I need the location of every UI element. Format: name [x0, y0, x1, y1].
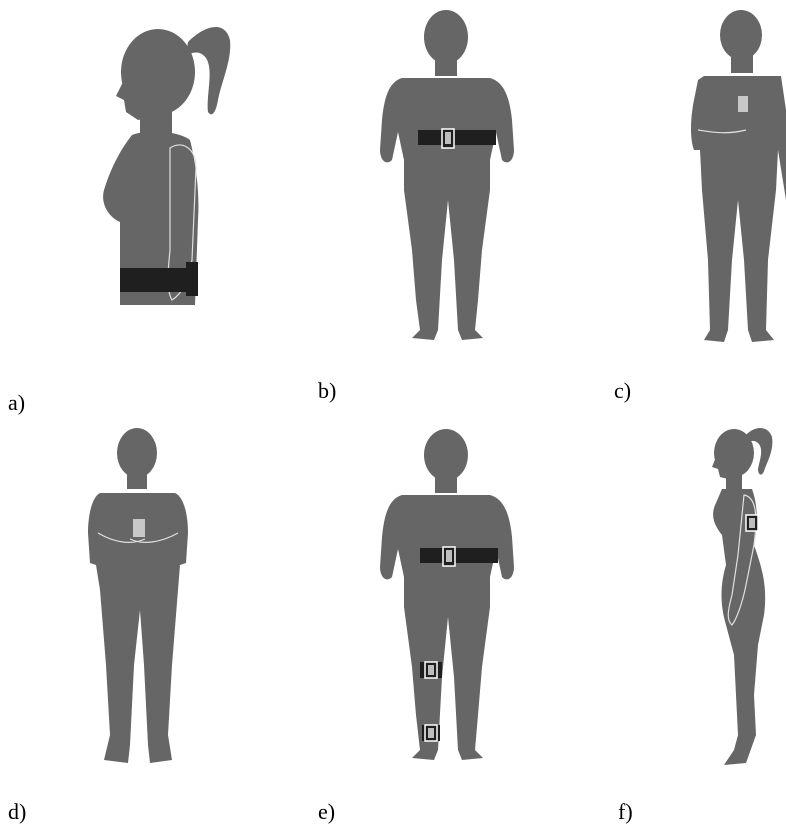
- male-front-figure-d: [0, 415, 300, 775]
- waist-belt: [418, 130, 496, 145]
- panel-d: d): [0, 415, 300, 829]
- panel-c: c): [586, 0, 786, 410]
- panel-a: a): [0, 0, 300, 400]
- panel-b: b): [300, 0, 586, 410]
- panel-label-b: b): [318, 380, 336, 402]
- panel-label-e: e): [318, 801, 335, 823]
- panel-label-c: c): [614, 380, 631, 402]
- waist-belt: [120, 268, 195, 292]
- male-front-figure-e: [300, 415, 586, 775]
- waist-device: [186, 262, 198, 296]
- panel-label-a: a): [8, 392, 25, 414]
- hand-held-phone: [738, 96, 748, 112]
- panel-label-f: f): [618, 801, 633, 823]
- female-side-figure-f: [586, 415, 786, 775]
- chest-held-phone: [133, 519, 145, 537]
- waist-belt: [420, 548, 498, 563]
- panel-label-d: d): [8, 801, 26, 823]
- male-front-figure-b: [300, 0, 586, 370]
- male-front-figure-c: [586, 0, 786, 370]
- female-side-torso-figure: [0, 0, 300, 380]
- panel-e: e): [300, 415, 586, 829]
- panel-f: f): [586, 415, 786, 829]
